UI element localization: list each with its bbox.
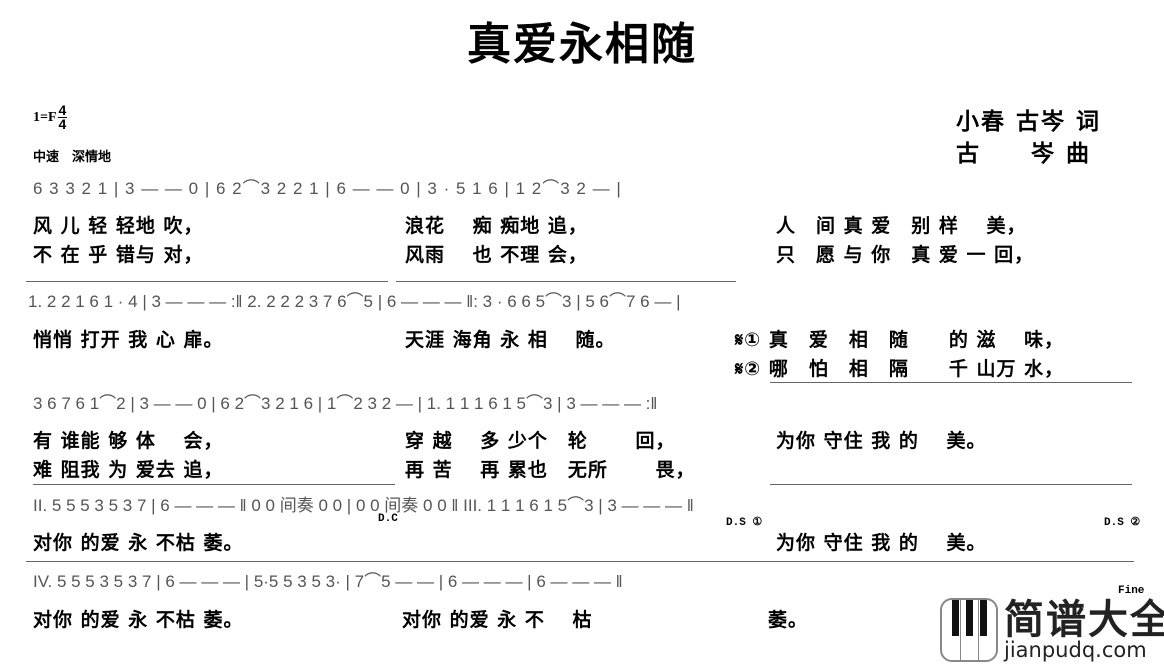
volta-bracket-4: [26, 561, 1134, 562]
lyric-line: 𝄋② 哪 怕 相 隔 千 山万 水，: [735, 358, 1065, 380]
lyric-line: 有 谁能 够 体 会，: [33, 430, 224, 452]
lyric-line: 风 儿 轻 轻地 吹，: [33, 215, 204, 237]
tempo-marking: 中速 深情地: [33, 150, 112, 165]
lyric-line: 对你 的爱 永 不枯 萎。: [33, 532, 244, 554]
lyric-line: 萎。: [768, 609, 809, 631]
time-signature: 4 4: [57, 102, 68, 132]
lyric-line: 天涯 海角 永 相 随。: [405, 329, 616, 351]
logo-name: 简谱大全: [1004, 596, 1164, 643]
notation-row-2: 1. 2 2 1 6 1 · 4 | 3 — — — :‖ 2. 2 2 2 3…: [28, 292, 681, 311]
dc-mark: D.C: [378, 513, 398, 525]
volta-bracket-2: [396, 281, 736, 282]
fine-mark: Fine: [1118, 585, 1145, 597]
lyric-line: 风雨 也 不理 会，: [405, 244, 588, 266]
volta-bracket-3: [770, 484, 1132, 485]
ds2-mark: D.S ②: [1104, 517, 1141, 529]
site-logo[interactable]: 简谱大全 jianpudq.com: [940, 598, 1164, 662]
lyric-line: 对你 的爱 永 不枯 萎。: [33, 609, 244, 631]
ds1-mark: D.S ①: [726, 517, 763, 529]
lyric-line: 难 阻我 为 爱去 追，: [33, 459, 224, 481]
lyric-line: 悄悄 打开 我 心 扉。: [33, 329, 224, 351]
lyric-line: 对你 的爱 永 不 枯: [402, 609, 593, 631]
composer-credit: 古 岑 曲: [956, 141, 1092, 167]
lyric-line: 浪花 痴 痴地 追，: [405, 215, 588, 237]
lyric-line: 为你 守住 我 的 美。: [776, 532, 987, 554]
logo-url: jianpudq.com: [1004, 637, 1147, 662]
volta-bracket-1b: [770, 382, 1132, 383]
notation-row-5: IV. 5 5 5 3 5 3 7 | 6 — — — | 5·5 5 3 5 …: [33, 572, 623, 591]
lyric-line: 人 间 真 爱 别 样 美，: [776, 215, 1027, 237]
notation-row-3: 3 6 7 6 1⌒2 | 3 — — 0 | 6 2⌒3 2 1 6 | 1⌒…: [33, 394, 658, 413]
lyric-line: 穿 越 多 少个 轮 回，: [405, 430, 676, 452]
notation-row-1: 6 3 3 2 1 | 3 — — 0 | 6 2⌒3 2 2 1 | 6 — …: [33, 179, 622, 198]
key-tonic: 1=F: [33, 109, 57, 125]
key-signature: 1=F 4 4: [33, 102, 68, 132]
time-top: 4: [57, 102, 68, 118]
piano-icon: [940, 598, 998, 662]
lyric-line: 为你 守住 我 的 美。: [776, 430, 987, 452]
page-title: 真爱永相随: [467, 19, 697, 70]
lyricist-credit: 小春 古岑 词: [956, 109, 1102, 135]
lyric-line: 不 在 乎 错与 对，: [33, 244, 204, 266]
lyric-line: 再 苦 再 累也 无所 畏，: [405, 459, 696, 481]
time-bottom: 4: [58, 116, 67, 132]
volta-bracket-2b: [33, 484, 395, 485]
notation-row-4: II. 5 5 5 3 5 3 7 | 6 — — — ‖ 0 0 间奏 0 0…: [33, 496, 694, 515]
lyric-line: 𝄋① 真 爱 相 随 的 滋 味，: [735, 329, 1065, 351]
lyric-line: 只 愿 与 你 真 爱 一 回，: [776, 244, 1035, 266]
volta-bracket-1: [26, 281, 388, 282]
